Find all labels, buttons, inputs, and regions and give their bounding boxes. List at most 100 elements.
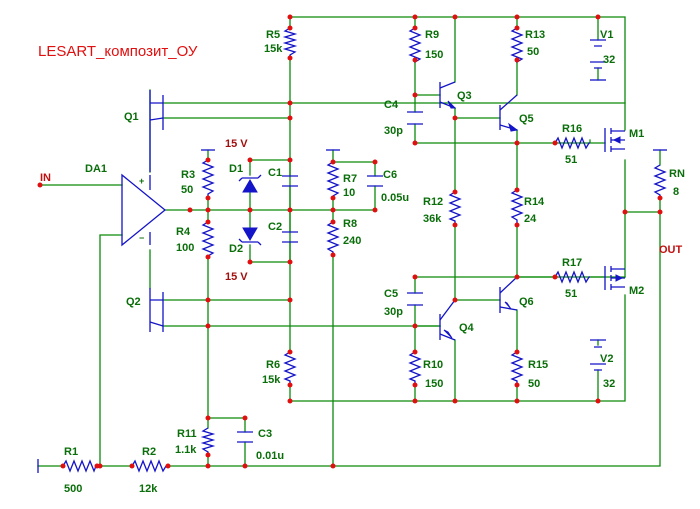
value-r14: 24: [524, 213, 537, 225]
value-r2: 12k: [139, 483, 158, 495]
label-r4: R4: [176, 226, 191, 238]
zener-diodes: [238, 174, 262, 246]
label-c2: C2: [268, 221, 282, 233]
label-r12: R12: [423, 196, 443, 208]
opamp-plus-sign: +: [139, 176, 144, 186]
label-m1: M1: [629, 128, 644, 140]
value-r8: 240: [343, 235, 361, 247]
label-r11: R11: [177, 428, 197, 440]
mosfet-m1: [604, 128, 625, 152]
label-d2: D2: [229, 243, 243, 255]
capacitors: [237, 111, 423, 443]
resistor-r5: [282, 27, 298, 58]
value-r15: 50: [528, 378, 540, 390]
net-in-label: IN: [40, 172, 51, 184]
zener-d1: [238, 174, 262, 193]
resistor-r9: [408, 27, 422, 64]
resistor-r12: [448, 191, 462, 225]
transistor-q1: [149, 90, 164, 172]
resistor-r2: [131, 459, 168, 473]
label-r17: R17: [562, 257, 582, 269]
value-d1: 15 V: [225, 138, 248, 150]
value-v1: 32: [603, 54, 615, 66]
value-r17: 51: [565, 288, 577, 300]
label-v1: V1: [600, 29, 613, 41]
label-c1: C1: [268, 167, 282, 179]
capacitor-c1: [282, 175, 298, 187]
capacitor-c3: [237, 431, 253, 443]
capacitor-c2: [282, 231, 298, 243]
label-r9: R9: [425, 29, 439, 41]
transistors: [149, 81, 519, 341]
value-r11: 1.1k: [175, 444, 197, 456]
value-r7: 10: [343, 187, 355, 199]
capacitor-c5: [407, 292, 423, 306]
label-c6: C6: [383, 169, 397, 181]
label-q6: Q6: [519, 296, 534, 308]
capacitor-c6: [367, 175, 383, 187]
resistor-r14: [510, 189, 524, 225]
transistor-q5: [499, 94, 519, 132]
label-r5: R5: [266, 29, 280, 41]
label-da1: DA1: [85, 163, 107, 175]
mosfet-m2: [604, 266, 625, 290]
transistor-q6: [499, 276, 518, 313]
value-r6: 15k: [262, 374, 281, 386]
label-m2: M2: [629, 285, 644, 297]
value-c5: 30p: [384, 306, 403, 318]
resistor-r10: [408, 351, 422, 385]
resistors: [62, 27, 667, 473]
mosfets: [604, 128, 625, 290]
label-r16: R16: [562, 123, 582, 135]
value-r9: 150: [425, 49, 443, 61]
capacitor-c4: [407, 111, 423, 125]
value-r13: 50: [527, 46, 539, 58]
label-c5: C5: [384, 288, 398, 300]
resistor-r3: [201, 159, 215, 198]
value-c4: 30p: [384, 125, 403, 137]
label-r3: R3: [181, 169, 195, 181]
zener-d2: [238, 227, 262, 246]
schematic-title: LESART_композит_ОУ: [38, 43, 198, 60]
label-r10: R10: [423, 359, 443, 371]
value-r1: 500: [64, 483, 82, 495]
junction-dots: [37, 14, 663, 469]
label-r1: R1: [64, 446, 78, 458]
label-r2: R2: [142, 446, 156, 458]
label-r15: R15: [528, 359, 548, 371]
value-r3: 50: [181, 184, 193, 196]
label-c4: C4: [384, 99, 399, 111]
resistor-r11: [200, 427, 216, 455]
label-r7: R7: [343, 173, 357, 185]
resistor-r1: [62, 459, 97, 473]
label-d1: D1: [229, 163, 243, 175]
value-v2: 32: [603, 378, 615, 390]
label-rn: RN: [669, 168, 685, 180]
value-r5: 15k: [264, 43, 283, 55]
battery-v1: [590, 39, 606, 81]
value-c6: 0.05u: [381, 192, 409, 204]
battery-v2: [590, 339, 606, 371]
sources: [37, 39, 667, 473]
label-q1: Q1: [124, 111, 139, 123]
transistor-q3: [439, 81, 457, 109]
opamp-minus-sign: −: [139, 233, 144, 243]
value-r16: 51: [565, 154, 577, 166]
transistor-q4: [439, 299, 456, 341]
net-out-label: OUT: [659, 244, 683, 256]
value-r4: 100: [176, 242, 194, 254]
label-r14: R14: [524, 196, 545, 208]
label-c3: C3: [258, 428, 272, 440]
transistor-q2: [149, 288, 164, 332]
resistor-r4: [201, 221, 215, 257]
value-r10: 150: [425, 378, 443, 390]
label-v2: V2: [600, 353, 613, 365]
label-q4: Q4: [459, 322, 475, 334]
resistor-r17: [554, 270, 590, 284]
value-d2: 15 V: [225, 271, 248, 283]
resistor-r6: [283, 351, 297, 385]
value-c3: 0.01u: [256, 450, 284, 462]
label-r13: R13: [525, 29, 545, 41]
resistor-rn: [653, 164, 667, 198]
